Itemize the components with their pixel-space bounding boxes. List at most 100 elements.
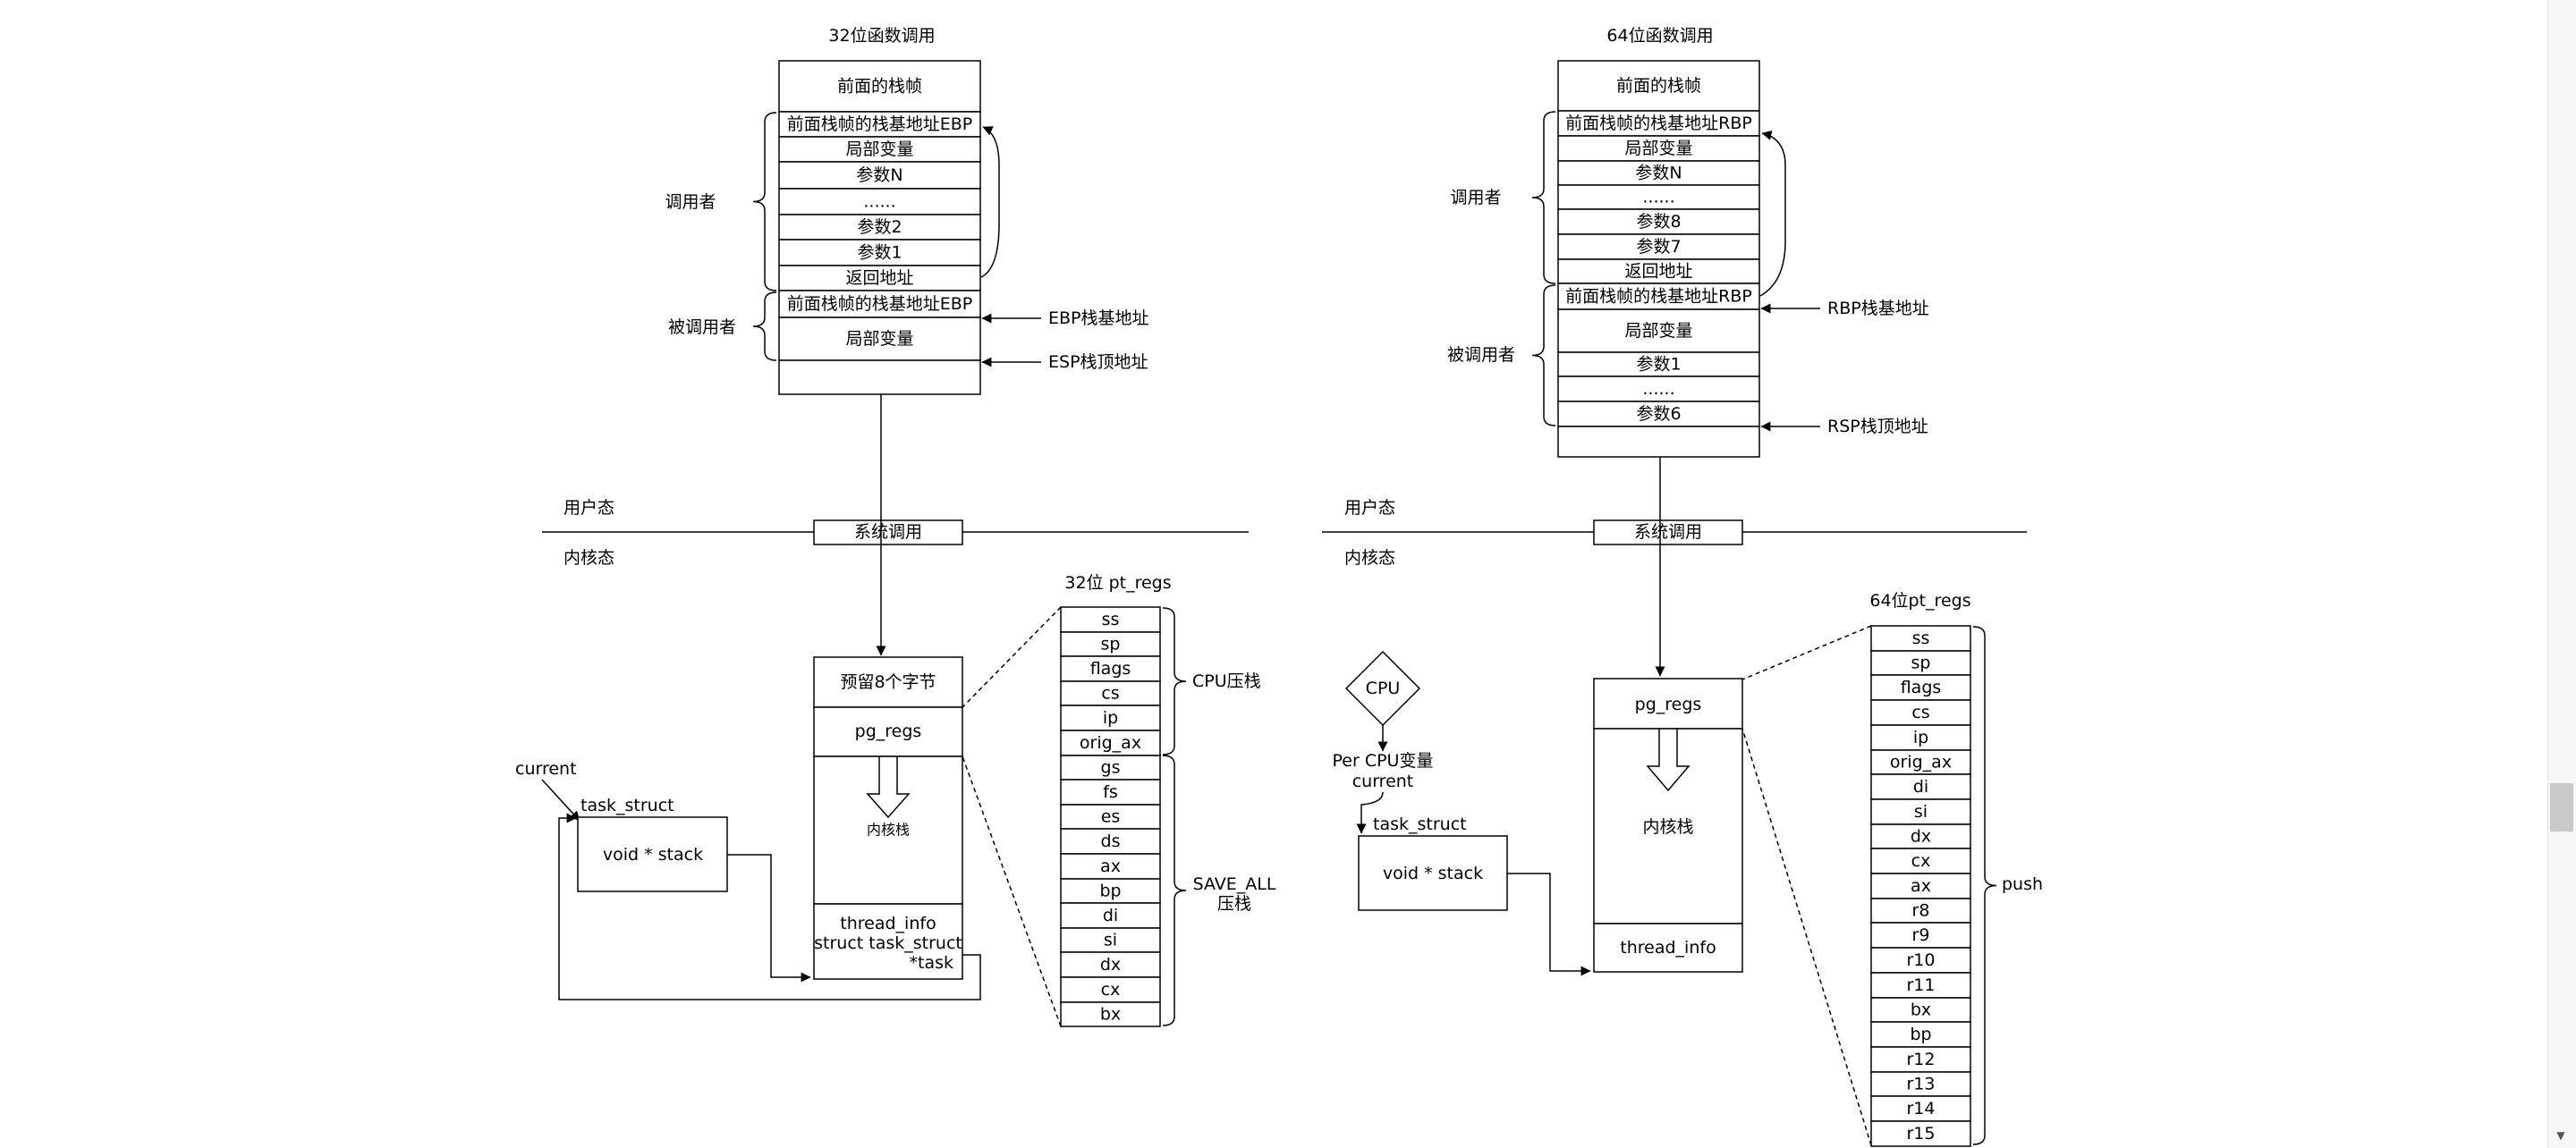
pt-regs-32-label: si bbox=[1104, 931, 1117, 950]
pt-regs-64-label: bp bbox=[1910, 1025, 1931, 1044]
pt-regs-32-label: cx bbox=[1101, 980, 1121, 1000]
kernel-stack-label-64: 内核栈 bbox=[1642, 817, 1693, 837]
stack32-label: 参数N bbox=[856, 165, 902, 185]
scrollbar-thumb[interactable] bbox=[2550, 783, 2573, 831]
pt-regs-64-cell bbox=[1870, 1021, 1971, 1048]
pg-regs-label-32: pg_regs bbox=[855, 722, 922, 741]
stack64-cell bbox=[1557, 160, 1760, 186]
stack32-label: 参数2 bbox=[857, 217, 902, 237]
pt-regs-64-label: r8 bbox=[1912, 901, 1930, 921]
pt-regs-64-cell bbox=[1870, 798, 1971, 825]
stack64-label: 前面栈帧的栈基地址RBP bbox=[1565, 114, 1752, 133]
stack32-cell bbox=[778, 359, 981, 395]
stack32-label: 局部变量 bbox=[845, 329, 913, 349]
stack64-label: 局部变量 bbox=[1624, 321, 1692, 341]
pt-regs-32-label: gs bbox=[1101, 758, 1121, 778]
rbp-chain-arrow-64 bbox=[1759, 130, 1786, 297]
vertical-scrollbar[interactable] bbox=[2547, 0, 2576, 1148]
pt-regs-64-label: r14 bbox=[1907, 1099, 1936, 1118]
callee-label-32: 被调用者 bbox=[668, 317, 736, 337]
pt-regs-64-label: di bbox=[1913, 777, 1928, 797]
pt-regs-64-cell bbox=[1870, 947, 1971, 974]
pt-regs-64-label: dx bbox=[1911, 827, 1931, 847]
stack64-label: 前面的栈帧 bbox=[1616, 76, 1701, 96]
pt-regs-64-label: r10 bbox=[1907, 950, 1936, 970]
task-struct-label-64: task_struct bbox=[1373, 815, 1467, 834]
pt-regs-32-label: fs bbox=[1103, 782, 1118, 802]
pt-regs-64-cell bbox=[1870, 674, 1971, 701]
stack64-cell bbox=[1557, 308, 1760, 353]
scroll-down-arrow-icon[interactable]: ▼ bbox=[2556, 1129, 2565, 1142]
stack64-label: 前面栈帧的栈基地址RBP bbox=[1565, 287, 1752, 307]
caller-brace-32 bbox=[752, 112, 777, 291]
stack64-cell bbox=[1557, 258, 1760, 284]
stack64-label: ...... bbox=[1642, 379, 1674, 399]
pt-regs-32-cell bbox=[1060, 655, 1161, 682]
pt-regs-64-cell bbox=[1870, 898, 1971, 924]
stack64-cell bbox=[1557, 283, 1760, 310]
pt-regs-64-label: ip bbox=[1913, 728, 1928, 747]
pt-regs-64-cell bbox=[1870, 922, 1971, 949]
save-all-label-2: 压栈 bbox=[1217, 894, 1251, 914]
pt-regs-64-label: orig_ax bbox=[1890, 753, 1952, 772]
pt-regs-32-cell bbox=[1060, 779, 1161, 806]
thread-info-box-32 bbox=[813, 903, 963, 980]
thread-info-label-64: thread_info bbox=[1620, 938, 1716, 958]
task-back-pointer-32 bbox=[558, 813, 981, 1000]
pt-regs-64-cell bbox=[1870, 972, 1971, 999]
zoom-line-bottom-32 bbox=[962, 755, 1062, 1027]
pt-regs-32-cell bbox=[1060, 976, 1161, 1003]
pt-regs-64-cell bbox=[1870, 1046, 1971, 1073]
stack64-cell bbox=[1557, 135, 1760, 162]
stack32-cell bbox=[778, 111, 981, 138]
pt-regs-32-cell bbox=[1060, 1001, 1161, 1027]
stack64-label: 参数1 bbox=[1636, 355, 1681, 375]
title-64: 64位函数调用 bbox=[1606, 26, 1713, 46]
syscall-label-32: 系统调用 bbox=[854, 522, 922, 542]
pt-regs-32-label: ss bbox=[1102, 610, 1120, 629]
task-struct-ptr-label-32: struct task_struct bbox=[814, 933, 962, 953]
kernel-mode-label-64: 内核态 bbox=[1344, 548, 1395, 568]
syscall-box-64 bbox=[1593, 519, 1743, 545]
cpu-push-brace bbox=[1162, 607, 1187, 755]
ebp-label: EBP栈基地址 bbox=[1048, 308, 1149, 328]
caller-label-64: 调用者 bbox=[1450, 188, 1501, 207]
reserve-box bbox=[813, 656, 963, 708]
kernel-stack-label-32: 内核栈 bbox=[867, 822, 910, 839]
push-brace bbox=[1972, 626, 1997, 1145]
stack-pointer-arrow-64 bbox=[1507, 873, 1591, 976]
stack32-label: 前面栈帧的栈基地址EBP bbox=[787, 294, 973, 314]
pt-regs-32-label: ip bbox=[1103, 708, 1118, 728]
void-stack-label-32: void * stack bbox=[603, 845, 703, 865]
syscall-label-64: 系统调用 bbox=[1634, 522, 1702, 542]
push-label: push bbox=[2002, 874, 2043, 894]
current-label-32: current bbox=[515, 759, 577, 779]
callee-label-64: 被调用者 bbox=[1447, 345, 1515, 365]
stack64-cell bbox=[1557, 376, 1760, 402]
caller-label-32: 调用者 bbox=[665, 192, 716, 212]
task-ptr-label-32: *task bbox=[910, 953, 954, 973]
stack32-label: 参数1 bbox=[857, 243, 902, 263]
stack32-label: ...... bbox=[863, 192, 895, 212]
cpu-push-label: CPU压栈 bbox=[1192, 671, 1261, 691]
zoom-line-bottom-64 bbox=[1741, 728, 1872, 1146]
pt-regs-64-label: cs bbox=[1911, 703, 1929, 722]
zoom-line-top-64 bbox=[1741, 625, 1872, 680]
pt-regs-64-cell bbox=[1870, 650, 1971, 676]
pt-regs-32-cell bbox=[1060, 680, 1161, 706]
pt-regs-64-label: ax bbox=[1911, 876, 1931, 896]
pt-regs-64-label: r12 bbox=[1907, 1050, 1936, 1069]
stack32-cell bbox=[778, 317, 981, 361]
rsp-label: RSP栈顶地址 bbox=[1827, 417, 1928, 436]
rbp-label: RBP栈基地址 bbox=[1827, 299, 1929, 318]
pt-regs-64-cell bbox=[1870, 823, 1971, 849]
pt-regs-32-label: di bbox=[1103, 906, 1118, 925]
reserve-label: 预留8个字节 bbox=[840, 672, 936, 692]
save-all-label: SAVE_ALL bbox=[1193, 874, 1276, 894]
pt-regs-32-label: bx bbox=[1100, 1005, 1121, 1025]
cpu-label: CPU bbox=[1366, 679, 1401, 698]
stack64-cell bbox=[1557, 60, 1760, 112]
down-arrow-icon bbox=[866, 756, 911, 819]
thread-info-label-32: thread_info bbox=[840, 914, 936, 933]
stack32-label: 返回地址 bbox=[845, 268, 913, 288]
